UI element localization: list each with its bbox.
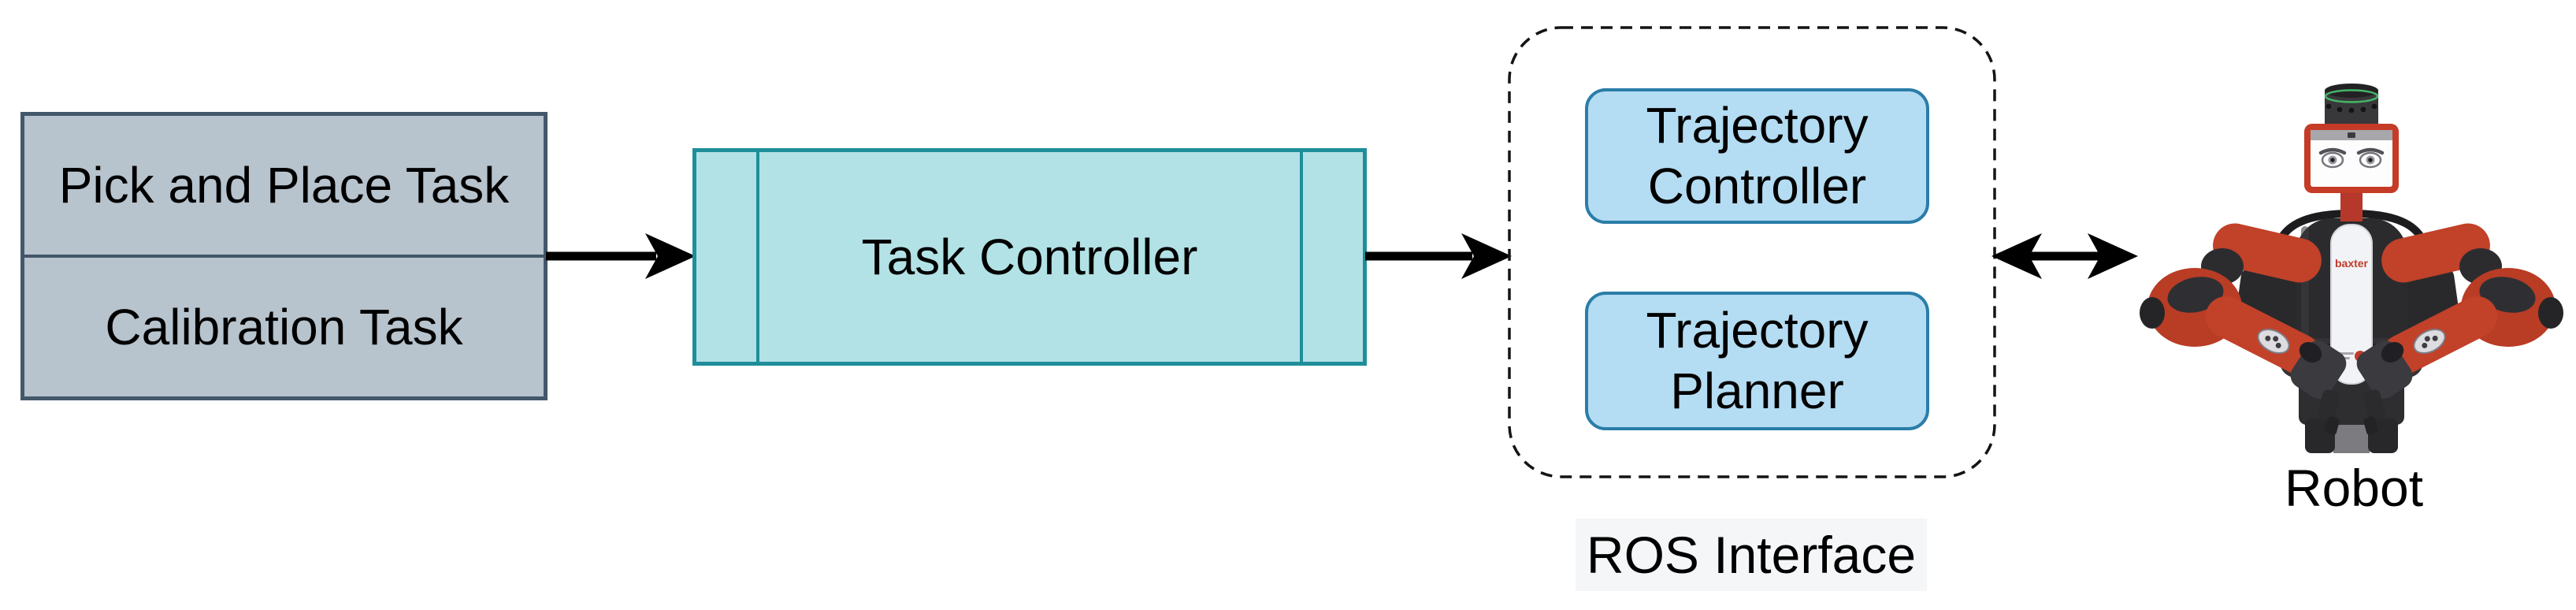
- robot-head-green-ring: [2324, 89, 2379, 103]
- robot-face-screen: [2304, 124, 2399, 193]
- task-calibration-label: Calibration Task: [105, 299, 463, 355]
- robot-brand-text: baxter: [2335, 257, 2369, 270]
- trajectory-planner-box: Trajectory Planner: [1585, 292, 1929, 430]
- arrow-controller-to-ros: [1365, 233, 1512, 279]
- task-controller-box: Task Controller: [692, 148, 1367, 366]
- task-pick-and-place: Pick and Place Task: [24, 116, 544, 258]
- arrow-tasks-to-controller: [546, 233, 696, 279]
- robot-left-arm: [2140, 223, 2347, 435]
- baxter-robot-illustration: baxter: [2140, 84, 2564, 453]
- task-input-box: Pick and Place Task Calibration Task: [20, 112, 547, 400]
- trajectory-controller-box: Trajectory Controller: [1585, 88, 1929, 224]
- task-controller-left-stripe: [756, 152, 759, 362]
- robot-neck: [2340, 192, 2363, 221]
- task-controller-label: Task Controller: [861, 229, 1198, 285]
- trajectory-planner-label: Trajectory Planner: [1646, 302, 1869, 419]
- ros-interface-caption-text: ROS Interface: [1586, 526, 1917, 584]
- task-calibration: Calibration Task: [24, 258, 544, 396]
- robot-caption: Robot: [2244, 459, 2464, 517]
- arrow-ros-robot-bidirectional: [1991, 233, 2138, 279]
- robot-caption-text: Robot: [2284, 459, 2424, 517]
- robot-screen-camera: [2348, 132, 2355, 138]
- ros-interface-dashed-border: [1508, 26, 1996, 478]
- robot-chest-panel: [2330, 224, 2373, 385]
- trajectory-controller-label: Trajectory Controller: [1646, 97, 1869, 214]
- robot-head: [2324, 84, 2379, 132]
- task-controller-right-stripe: [1300, 152, 1303, 362]
- task-pick-and-place-label: Pick and Place Task: [58, 157, 510, 214]
- ros-interface-group: Trajectory Controller Trajectory Planner: [1508, 26, 1996, 478]
- ros-interface-caption: ROS Interface: [1576, 519, 1927, 591]
